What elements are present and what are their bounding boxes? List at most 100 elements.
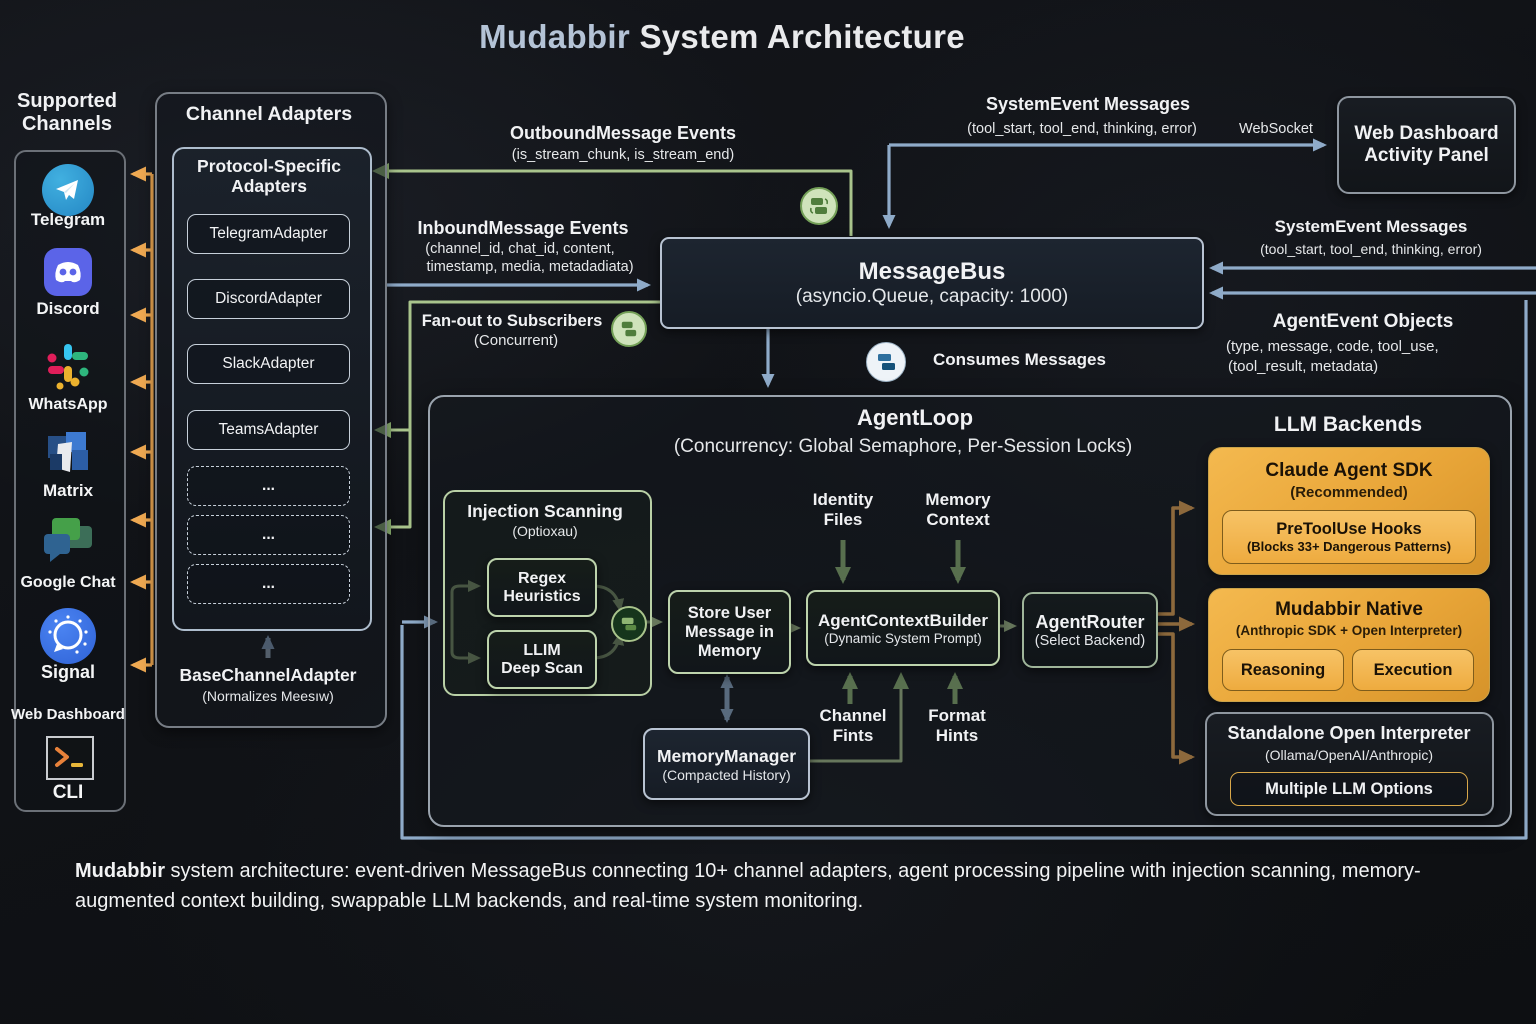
memory-manager-title: MemoryManager [656,745,797,766]
sync-icon [611,311,647,347]
caption-bold: Mudabbir [75,860,165,882]
agent-router-subtitle: (Select Backend) [1034,632,1146,649]
standalone-title: Standalone Open Interpreter [1227,723,1471,743]
context-builder-title: AgentContextBuilder [818,610,988,630]
signal-icon [40,608,96,664]
google-chat-icon [40,516,96,566]
llm-deep-scan-box: LLIM Deep Scan [487,630,597,689]
channel-label: Web Dashboard [11,706,125,723]
supported-channels-heading: Supported Channels [17,90,117,135]
context-builder-subtitle: (Dynamic System Prompt) [824,630,982,646]
standalone-interpreter-box: Standalone Open Interpreter (Ollama/Open… [1205,712,1494,816]
telegram-icon [42,164,94,216]
sync-icon [800,187,838,225]
agent-events-title: AgentEvent Objects [1272,311,1454,332]
memory-manager-subtitle: (Compacted History) [662,766,791,783]
inbound-events-subtitle1: (channel_id, chat_id, content, [425,241,615,257]
system-events-top-subtitle: (tool_start, tool_end, thinking, error) [967,121,1197,137]
channel-label: Google Chat [20,574,116,591]
memory-manager-box: MemoryManager (Compacted History) [643,728,810,800]
fanout-subtitle: (Concurrent) [473,332,559,349]
claude-agent-sdk-box: Claude Agent SDK (Recommended) PreToolUs… [1208,447,1490,575]
caption: Mudabbir system architecture: event-driv… [75,856,1475,916]
regex-line2: Heuristics [503,587,581,605]
claude-title: Claude Agent SDK [1265,460,1433,481]
matrix-icon [42,428,94,478]
store-line3: Memory [697,641,762,660]
multiple-llm-options-pill: Multiple LLM Options [1230,772,1468,806]
agent-context-builder-box: AgentContextBuilder (Dynamic System Prom… [806,590,1000,666]
agent-loop-subtitle: (Concurrency: Global Semaphore, Per-Sess… [673,436,1133,457]
agent-events-subtitle2: (tool_result, metadata) [1228,358,1379,375]
web-dashboard-panel: Web Dashboard Activity Panel [1337,96,1516,194]
message-bus: MessageBus (asyncio.Queue, capacity: 100… [660,237,1204,329]
native-title: Mudabbir Native [1275,599,1423,620]
outbound-events-subtitle: (is_stream_chunk, is_stream_end) [511,147,735,163]
regex-heuristics-box: Regex Heuristics [487,558,597,617]
page-title: Mudabbir System Architecture [479,18,965,56]
protocol-adapters-heading: Protocol-Specific Adapters [197,156,341,197]
store-line2: Message in [685,622,774,641]
agent-events-subtitle1: (type, message, code, tool_use, [1226,338,1439,355]
adapter-placeholder: ... [187,515,350,555]
page-title-rest: System Architecture [629,18,965,55]
execution-pill: Execution [1352,649,1474,691]
channel-adapters-heading: Channel Adapters [185,103,353,125]
fanout-title: Fan-out to Subscribers [421,312,603,330]
base-channel-adapter-subtitle: (Normalizes Meesıw) [202,688,334,704]
message-bus-title: MessageBus [858,258,1006,285]
caption-rest: system architecture: event-driven Messag… [75,860,1421,912]
websocket-label: WebSocket [1239,121,1313,137]
system-events-top-title: SystemEvent Messages [985,94,1191,114]
agent-loop-title: AgentLoop [856,405,974,430]
adapter-telegram: TelegramAdapter [187,214,350,254]
pretooluse-title: PreToolUse Hooks [1276,520,1422,538]
cli-icon [46,736,94,780]
scan-merge-icon [611,606,647,642]
web-dashboard-line2: Activity Panel [1364,145,1489,166]
store-line1: Store User [687,603,772,622]
native-subtitle: (Anthropic SDK + Open Interpreter) [1235,623,1463,638]
discord-icon [44,248,92,296]
channel-label: Telegram [30,210,106,229]
adapter-slack: SlackAdapter [187,344,350,384]
pretooluse-subtitle: (Blocks 33+ Dangerous Patterns) [1246,539,1452,554]
message-bus-subtitle: (asyncio.Queue, capacity: 1000) [795,286,1069,307]
agent-router-title: AgentRouter [1035,611,1145,632]
channel-label: Discord [36,299,100,318]
channel-label: Signal [40,662,96,682]
llm-scan-line1: LLIM [523,641,561,659]
channel-label: Matrix [42,481,94,500]
base-channel-adapter-title: BaseChannelAdapter [179,665,357,685]
agent-router-box: AgentRouter (Select Backend) [1022,592,1158,668]
adapter-teams: TeamsAdapter [187,410,350,450]
llm-scan-line2: Deep Scan [501,659,583,677]
outbound-events-title: OutboundMessage Events [509,123,737,143]
llm-backends-heading: LLM Backends [1273,413,1423,436]
page-title-brand: Mudabbir [479,18,630,55]
inbound-events-title: InboundMessage Events [417,218,629,238]
injection-scanning-subtitle: (Optioxau) [512,523,578,539]
standalone-subtitle: (Ollama/OpenAI/Anthropic) [1264,747,1434,763]
consume-icon [866,342,906,382]
store-user-message-box: Store User Message in Memory [668,590,791,674]
claude-subtitle: (Recommended) [1290,484,1408,501]
adapter-placeholder: ... [187,564,350,604]
system-events-right-subtitle: (tool_start, tool_end, thinking, error) [1260,241,1482,257]
pretooluse-hooks-pill: PreToolUse Hooks (Blocks 33+ Dangerous P… [1222,510,1476,564]
mudabbir-native-box: Mudabbir Native (Anthropic SDK + Open In… [1208,588,1490,702]
reasoning-pill: Reasoning [1222,649,1344,691]
inbound-events-subtitle2: timestamp, media, metadadiata) [426,259,634,275]
adapter-discord: DiscordAdapter [187,279,350,319]
regex-line1: Regex [517,569,567,587]
system-events-right-title: SystemEvent Messages [1274,217,1468,236]
channel-label: CLI [52,782,84,803]
web-dashboard-line1: Web Dashboard [1354,123,1499,144]
injection-scanning-title: Injection Scanning [467,501,623,521]
channel-label: WhatsApp [28,396,108,413]
